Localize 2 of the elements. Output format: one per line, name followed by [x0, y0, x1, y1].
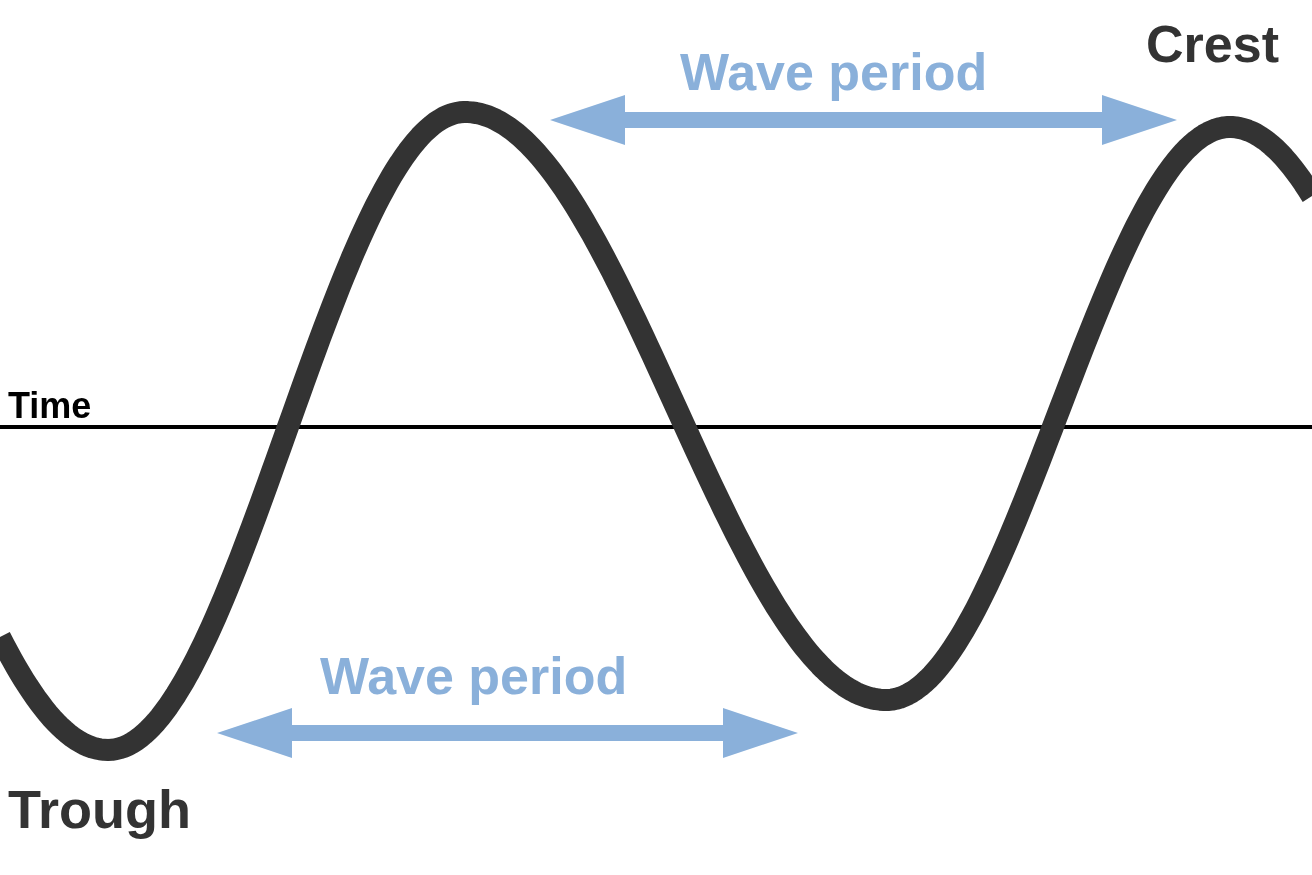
crest-label: Crest: [1146, 18, 1279, 70]
axis-label: Time: [8, 388, 92, 424]
